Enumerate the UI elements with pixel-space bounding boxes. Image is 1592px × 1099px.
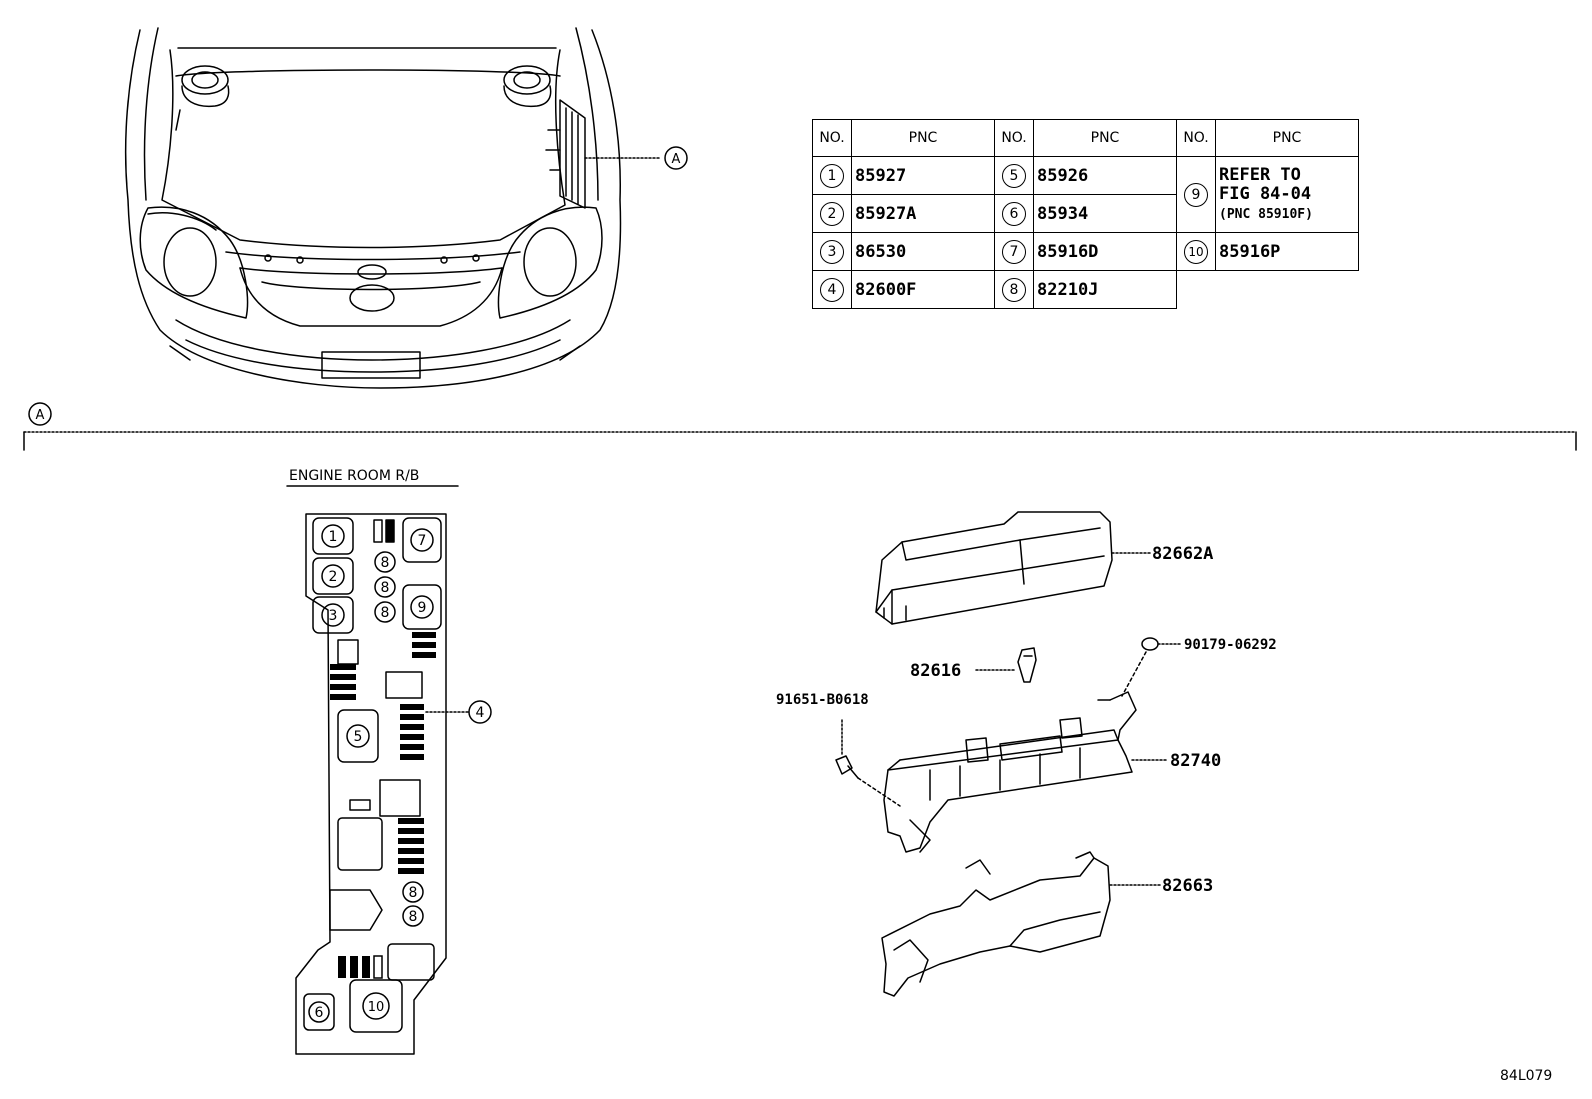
bolt-drawing	[835, 719, 901, 807]
exploded-parts-view	[835, 511, 1183, 997]
callout-8d: 8	[409, 885, 418, 901]
callout-3: 3	[329, 608, 338, 624]
pnc-cell: 82600F	[851, 270, 995, 309]
row-number: 4	[820, 277, 844, 302]
vehicle-front-view	[124, 27, 688, 389]
pnc-cell: 85934	[1033, 194, 1177, 233]
label-82740: 82740	[1170, 751, 1221, 771]
header-pnc: PNC	[1215, 119, 1359, 157]
row-number: 8	[1002, 277, 1026, 302]
callout-5: 5	[354, 729, 363, 745]
diagram-code: 84L079	[1500, 1068, 1552, 1084]
callout-a-section: A	[36, 408, 45, 423]
callout-8a: 8	[381, 555, 390, 571]
fuse-puller-drawing	[975, 647, 1037, 683]
row-number: 10	[1184, 239, 1208, 264]
callout-1: 1	[329, 529, 338, 545]
callout-2: 2	[329, 569, 338, 585]
pnc-cell: 85916P	[1215, 232, 1359, 271]
label-91651-B0618: 91651-B0618	[776, 692, 869, 708]
label-82663: 82663	[1162, 876, 1213, 896]
callout-8b: 8	[381, 580, 390, 596]
label-90179-06292: 90179-06292	[1184, 637, 1277, 653]
section-divider	[23, 402, 1577, 451]
table-row: 3 86530 7 85916D 10 85916P	[812, 232, 1359, 271]
refer-line-2: FIG 84-04	[1219, 183, 1312, 204]
refer-line-1: REFER TO	[1219, 164, 1301, 185]
row-number: 5	[1002, 163, 1026, 188]
header-no: NO.	[812, 119, 852, 157]
table-row: 4 82600F 8 82210J	[812, 270, 1359, 309]
callout-6: 6	[315, 1005, 324, 1021]
callout-8e: 8	[409, 909, 418, 925]
label-82662A: 82662A	[1152, 544, 1213, 564]
pnc-cell: 82210J	[1033, 270, 1177, 309]
refer-line-3: (PNC 85910F)	[1219, 206, 1313, 222]
pnc-cell: 85926	[1033, 156, 1177, 195]
pnc-cell: 85916D	[1033, 232, 1177, 271]
callout-8c: 8	[381, 605, 390, 621]
pnc-cell: 86530	[851, 232, 995, 271]
label-82616: 82616	[910, 661, 961, 681]
table-header-row: NO. PNC NO. PNC NO. PNC	[812, 119, 1359, 157]
row-number: 7	[1002, 239, 1026, 264]
row-number: 2	[820, 201, 844, 226]
section-title: ENGINE ROOM R/B	[289, 468, 419, 484]
callout-7: 7	[418, 533, 427, 549]
callout-4: 4	[476, 705, 485, 721]
lower-cover-drawing	[881, 851, 1161, 997]
callout-a-top: A	[672, 152, 681, 167]
relay-block-drawing	[883, 691, 1169, 853]
header-no: NO.	[1176, 119, 1216, 157]
refer-cell: REFER TO FIG 84-04 (PNC 85910F)	[1215, 156, 1359, 233]
relay-block-fuse-bars	[330, 632, 436, 978]
header-pnc: PNC	[1033, 119, 1177, 157]
callout-9: 9	[418, 600, 427, 616]
row-number: 3	[820, 239, 844, 264]
header-no: NO.	[994, 119, 1034, 157]
table-row: 1 85927 5 85926 9 REFER TO FIG 84-04 (PN…	[812, 156, 1359, 233]
upper-cover-drawing	[875, 511, 1151, 625]
relay-block-callouts: 1 2 3 7 8 8 8 9 4 5 8 8 6 10	[308, 524, 485, 1023]
row-number: 9	[1184, 182, 1208, 207]
pnc-table: NO. PNC NO. PNC NO. PNC 1 85927 5 85926 …	[812, 119, 1359, 309]
row-number: 6	[1002, 201, 1026, 226]
pnc-cell: 85927A	[851, 194, 995, 233]
header-pnc: PNC	[851, 119, 995, 157]
pnc-cell: 85927	[851, 156, 995, 195]
row-number: 1	[820, 163, 844, 188]
nut-drawing	[1121, 637, 1183, 697]
callout-10: 10	[368, 1000, 385, 1015]
